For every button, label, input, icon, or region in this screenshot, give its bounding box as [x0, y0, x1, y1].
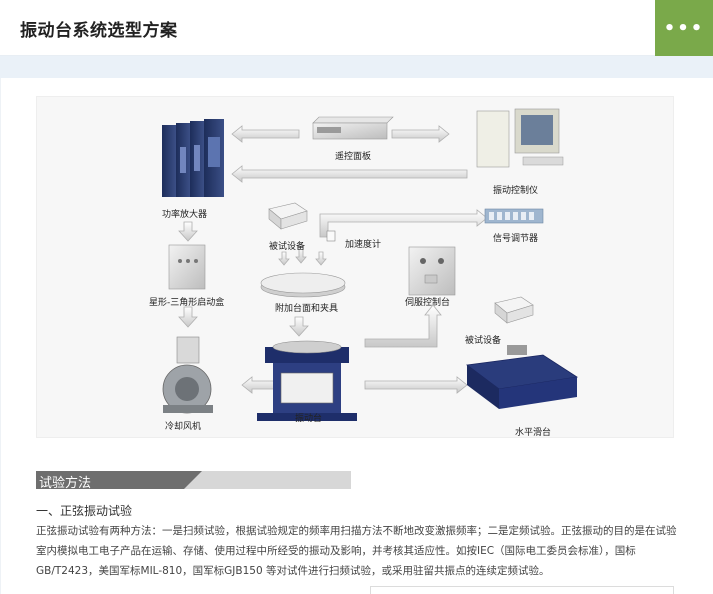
- label-shaker: 振动台: [295, 414, 323, 424]
- cooling-fan-graphic: [162, 336, 213, 414]
- star-delta-box-graphic: [168, 244, 206, 290]
- section-header-bar: 试验方法: [36, 471, 351, 491]
- label-remote-panel: 遥控面板: [335, 152, 372, 162]
- label-accelerometer: 加速度计: [345, 240, 382, 250]
- shaker-graphic: [257, 340, 357, 421]
- next-content-box: [370, 586, 674, 594]
- label-device-under-test: 被试设备: [269, 242, 306, 252]
- label-vibration-controller: 振动控制仪: [493, 186, 539, 196]
- power-amplifier-graphic: [162, 119, 224, 197]
- page-header: 振动台系统选型方案 •••: [0, 0, 713, 56]
- section-tab-slant: [184, 471, 202, 489]
- label-signal-conditioner: 信号调节器: [493, 234, 539, 244]
- section-subheading: 一、正弦振动试验: [36, 504, 133, 518]
- label-fixture-table: 附加台面和夹具: [275, 304, 339, 314]
- label-cooling-fan: 冷却风机: [165, 422, 202, 432]
- page-title: 振动台系统选型方案: [20, 21, 178, 41]
- controller-pc-graphic: [476, 108, 564, 168]
- section-paragraph: 正弦振动试验有两种方法：一是扫频试验，根据试验规定的频率用扫描方法不断地改变激振…: [36, 525, 677, 577]
- accelerometer-graphic: [326, 230, 336, 242]
- remote-panel-graphic: [312, 116, 394, 140]
- label-power-amplifier: 功率放大器: [162, 210, 208, 220]
- slip-table-graphic: [465, 345, 579, 409]
- label-star-delta-box: 星形-三角形启动盒: [149, 298, 225, 308]
- more-dots-icon: •••: [663, 17, 705, 39]
- label-device-under-test-2: 被试设备: [465, 336, 502, 346]
- header-divider-band: [0, 56, 713, 78]
- signal-arrows: [231, 125, 488, 394]
- system-diagram-graphic: [162, 108, 579, 421]
- section-tab-label: 试验方法: [39, 476, 92, 491]
- section-tab: 试验方法: [36, 471, 184, 491]
- servo-console-graphic: [408, 246, 456, 296]
- signal-conditioner-graphic: [484, 208, 544, 224]
- flow-arrows-down: [178, 221, 327, 337]
- label-servo-console: 伺服控制台: [405, 298, 451, 308]
- more-menu-button[interactable]: •••: [655, 0, 713, 56]
- device-under-test-2-graphic: [494, 296, 534, 324]
- system-diagram: 遥控面板 振动控制仪 功率放大器 被试设备 加速度计 信号调节器 星形-三角形启…: [36, 96, 674, 438]
- fixture-table-graphic: [260, 272, 346, 298]
- label-slip-table: 水平滑台: [515, 428, 552, 438]
- device-under-test-graphic: [268, 202, 308, 230]
